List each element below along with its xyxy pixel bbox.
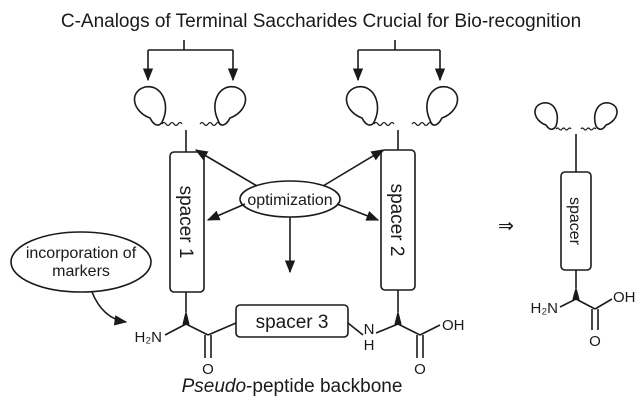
spacer-box: spacer <box>560 171 592 271</box>
saccharide-lobe <box>214 86 247 126</box>
carbonyl-o-right: O <box>414 361 426 378</box>
saccharide-lobe <box>593 102 618 131</box>
caption-italic: Pseudo <box>182 376 246 397</box>
monomer-backbone <box>559 286 613 330</box>
spacer-3-box: spacer 3 <box>235 304 349 338</box>
monomer-oh-label: OH <box>613 289 636 306</box>
caption-rest: -peptide backbone <box>246 376 402 397</box>
markers-label-line1: incorporation of <box>26 245 137 262</box>
small-saccharide-pair <box>534 102 618 172</box>
wavy-linker <box>580 127 597 131</box>
markers-ellipse <box>10 231 152 293</box>
wavy-linker <box>411 121 433 127</box>
monomer-amine-label: H₂N <box>531 300 559 317</box>
backbone-caption: Pseudo-peptide backbone <box>182 376 403 397</box>
stereo-wedge-left <box>182 311 190 325</box>
wavy-linker <box>161 121 183 127</box>
wavy-linker <box>555 127 572 131</box>
saccharide-lobe <box>133 86 167 126</box>
wavy-linker <box>373 121 395 127</box>
spacer-2-box: spacer 2 <box>380 149 416 291</box>
implies-symbol: ⇒ <box>498 216 514 237</box>
optimization-label: optimization <box>247 192 332 209</box>
markers-label-line2: markers <box>52 263 110 280</box>
left-bracket-arrows <box>142 40 239 82</box>
stereo-wedge-monomer <box>572 286 580 300</box>
right-saccharide-pair <box>345 86 459 152</box>
peptide-backbone <box>164 311 441 358</box>
spacer-1-box: spacer 1 <box>169 151 205 293</box>
wavy-linker <box>199 121 221 127</box>
spacer-label: spacer <box>566 197 583 246</box>
amide-n-label: N <box>364 321 375 338</box>
monomer-carbonyl-o: O <box>589 333 601 350</box>
amine-label: H₂N <box>135 329 163 346</box>
carbonyl-o-left: O <box>202 361 214 378</box>
spacer-2-label: spacer 2 <box>386 184 407 257</box>
saccharide-lobe <box>534 102 559 131</box>
saccharide-lobe <box>426 86 459 126</box>
spacer-3-label: spacer 3 <box>256 312 329 333</box>
diagram-title: C-Analogs of Terminal Saccharides Crucia… <box>61 11 581 32</box>
right-bracket-arrows <box>352 40 446 82</box>
markers-arrow <box>91 291 128 326</box>
optimization-arrows <box>194 149 385 274</box>
spacer-1-label: spacer 1 <box>175 186 196 259</box>
amide-h-label: H <box>364 337 375 354</box>
carboxyl-oh-label: OH <box>442 317 465 334</box>
stereo-wedge-right <box>394 311 402 325</box>
saccharide-lobe <box>345 86 379 126</box>
left-saccharide-pair <box>133 86 247 152</box>
